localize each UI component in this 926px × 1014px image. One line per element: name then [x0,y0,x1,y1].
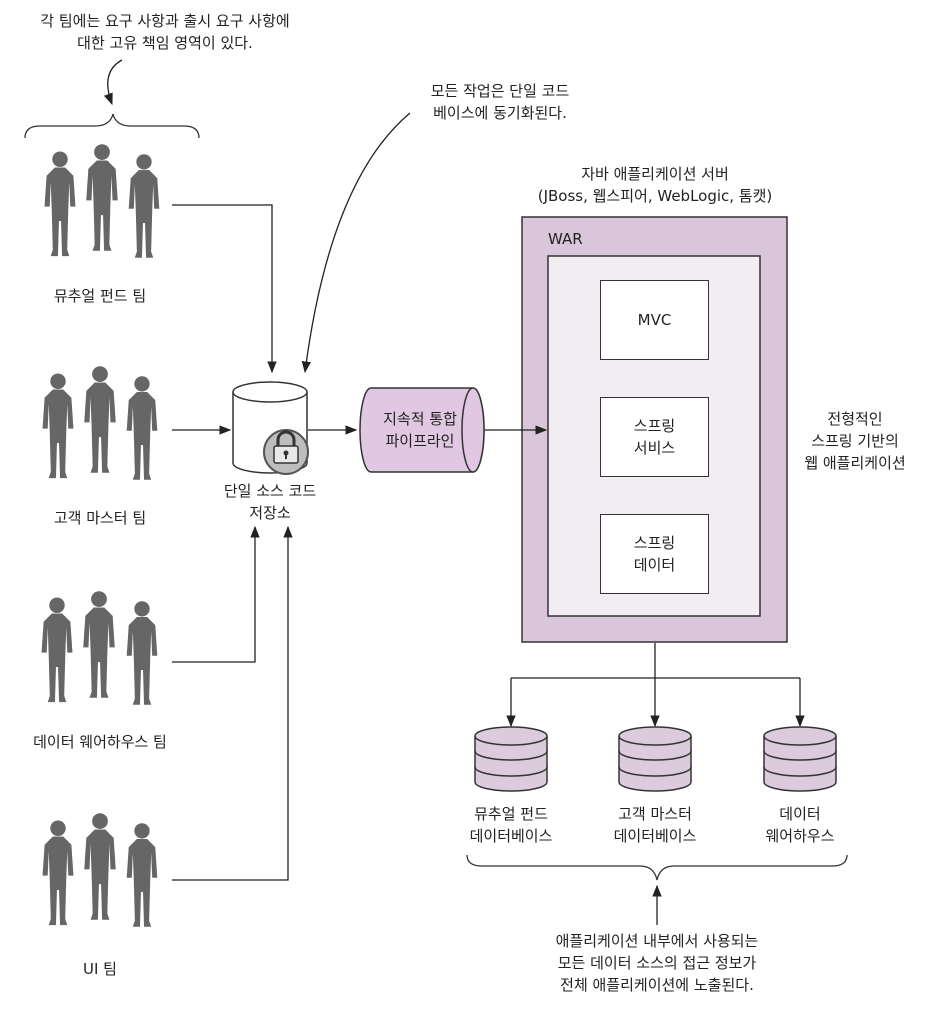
db-label-line: 웨어하우스 [765,827,835,845]
note-line: 스프링 기반의 [811,432,899,450]
team-label-ui: UI 팀 [83,960,117,978]
db-label-line: 고객 마스터 [618,805,692,823]
codebase-note-pointer [301,112,411,374]
customer-master-team-people [42,366,158,480]
note-line: 베이스에 동기화된다. [433,104,567,122]
db-label-line: 데이터베이스 [469,827,553,845]
mutual-fund-db-icon [474,726,548,792]
team-label-data-warehouse: 데이터 웨어하우스 팀 [33,733,167,751]
note-line: 각 팀에는 요구 사항과 출시 요구 사항에 [40,12,290,30]
single-codebase-note: 모든 작업은 단일 코드 베이스에 동기화된다. [380,80,620,124]
data-warehouse-db-icon [763,726,837,792]
spring-data-box: 스프링 데이터 [600,514,709,594]
repository-label-line: 저장소 [249,504,291,522]
spring-service-label: 스프링 [633,417,676,435]
ci-pipeline-shape [359,387,485,473]
note-line: 모든 데이터 소스의 접근 정보가 [557,954,757,972]
data-warehouse-team-people [41,591,158,705]
db-label-line: 데이터베이스 [613,827,697,845]
mutual-fund-to-repo-line [172,204,277,374]
ui-to-repo-line [172,525,293,881]
war-label: WAR [548,230,583,248]
repository-label-line: 단일 소스 코드 [223,482,317,500]
db-label-customer-master: 고객 마스터 데이터베이스 [585,803,725,847]
app-server-title: 자바 애플리케이션 서버 (JBoss, 웹스피어, WebLogic, 톰캣) [500,163,810,207]
app-server-title-line: (JBoss, 웹스피어, WebLogic, 톰캣) [537,187,773,205]
spring-data-label: 스프링 [633,534,676,552]
databases-brace [466,854,848,881]
app-server-title-line: 자바 애플리케이션 서버 [581,165,729,183]
note-line: 애플리케이션 내부에서 사용되는 [555,932,759,950]
note-line: 모든 작업은 단일 코드 [430,82,570,100]
customer-master-db-icon [618,726,692,792]
mvc-label: MVC [637,311,672,329]
note-pointer [103,59,123,106]
db-label-line: 뮤추얼 펀드 [474,805,548,823]
teams-brace [24,113,200,139]
spring-service-box: 스프링 서비스 [600,397,709,477]
mutual-fund-team-people [44,144,160,258]
data-warehouse-to-repo-line [172,525,260,663]
server-to-db-lines [511,643,800,679]
db-label-data-warehouse: 데이터 웨어하우스 [730,803,870,847]
spring-service-label: 서비스 [633,439,676,457]
typical-spring-app-note: 전형적인 스프링 기반의 웹 애플리케이션 [790,408,920,474]
ui-team-people [42,813,158,927]
note-line: 대한 고유 책임 영역이 있다. [77,34,253,52]
note-line: 웹 애플리케이션 [804,454,906,472]
pipeline-label-line: 파이프라인 [385,432,455,450]
teams-responsibility-note: 각 팀에는 요구 사항과 출시 요구 사항에 대한 고유 책임 영역이 있다. [10,10,320,54]
note-line: 전형적인 [827,410,883,428]
team-label-mutual-fund: 뮤추얼 펀드 팀 [53,287,147,305]
repository-label: 단일 소스 코드 저장소 [190,480,350,524]
data-exposure-note: 애플리케이션 내부에서 사용되는 모든 데이터 소스의 접근 정보가 전체 애플… [500,930,814,996]
spring-data-label: 데이터 [633,556,676,574]
team-label-customer-master: 고객 마스터 팀 [53,509,147,527]
note-line: 전체 애플리케이션에 노출된다. [560,976,754,994]
db-label-line: 데이터 [779,805,821,823]
mvc-box: MVC [600,280,709,360]
pipeline-label-line: 지속적 통합 [383,410,457,428]
lock-icon [263,429,309,475]
db-label-mutual-fund: 뮤추얼 펀드 데이터베이스 [441,803,581,847]
pipeline-label: 지속적 통합 파이프라인 [360,408,480,452]
